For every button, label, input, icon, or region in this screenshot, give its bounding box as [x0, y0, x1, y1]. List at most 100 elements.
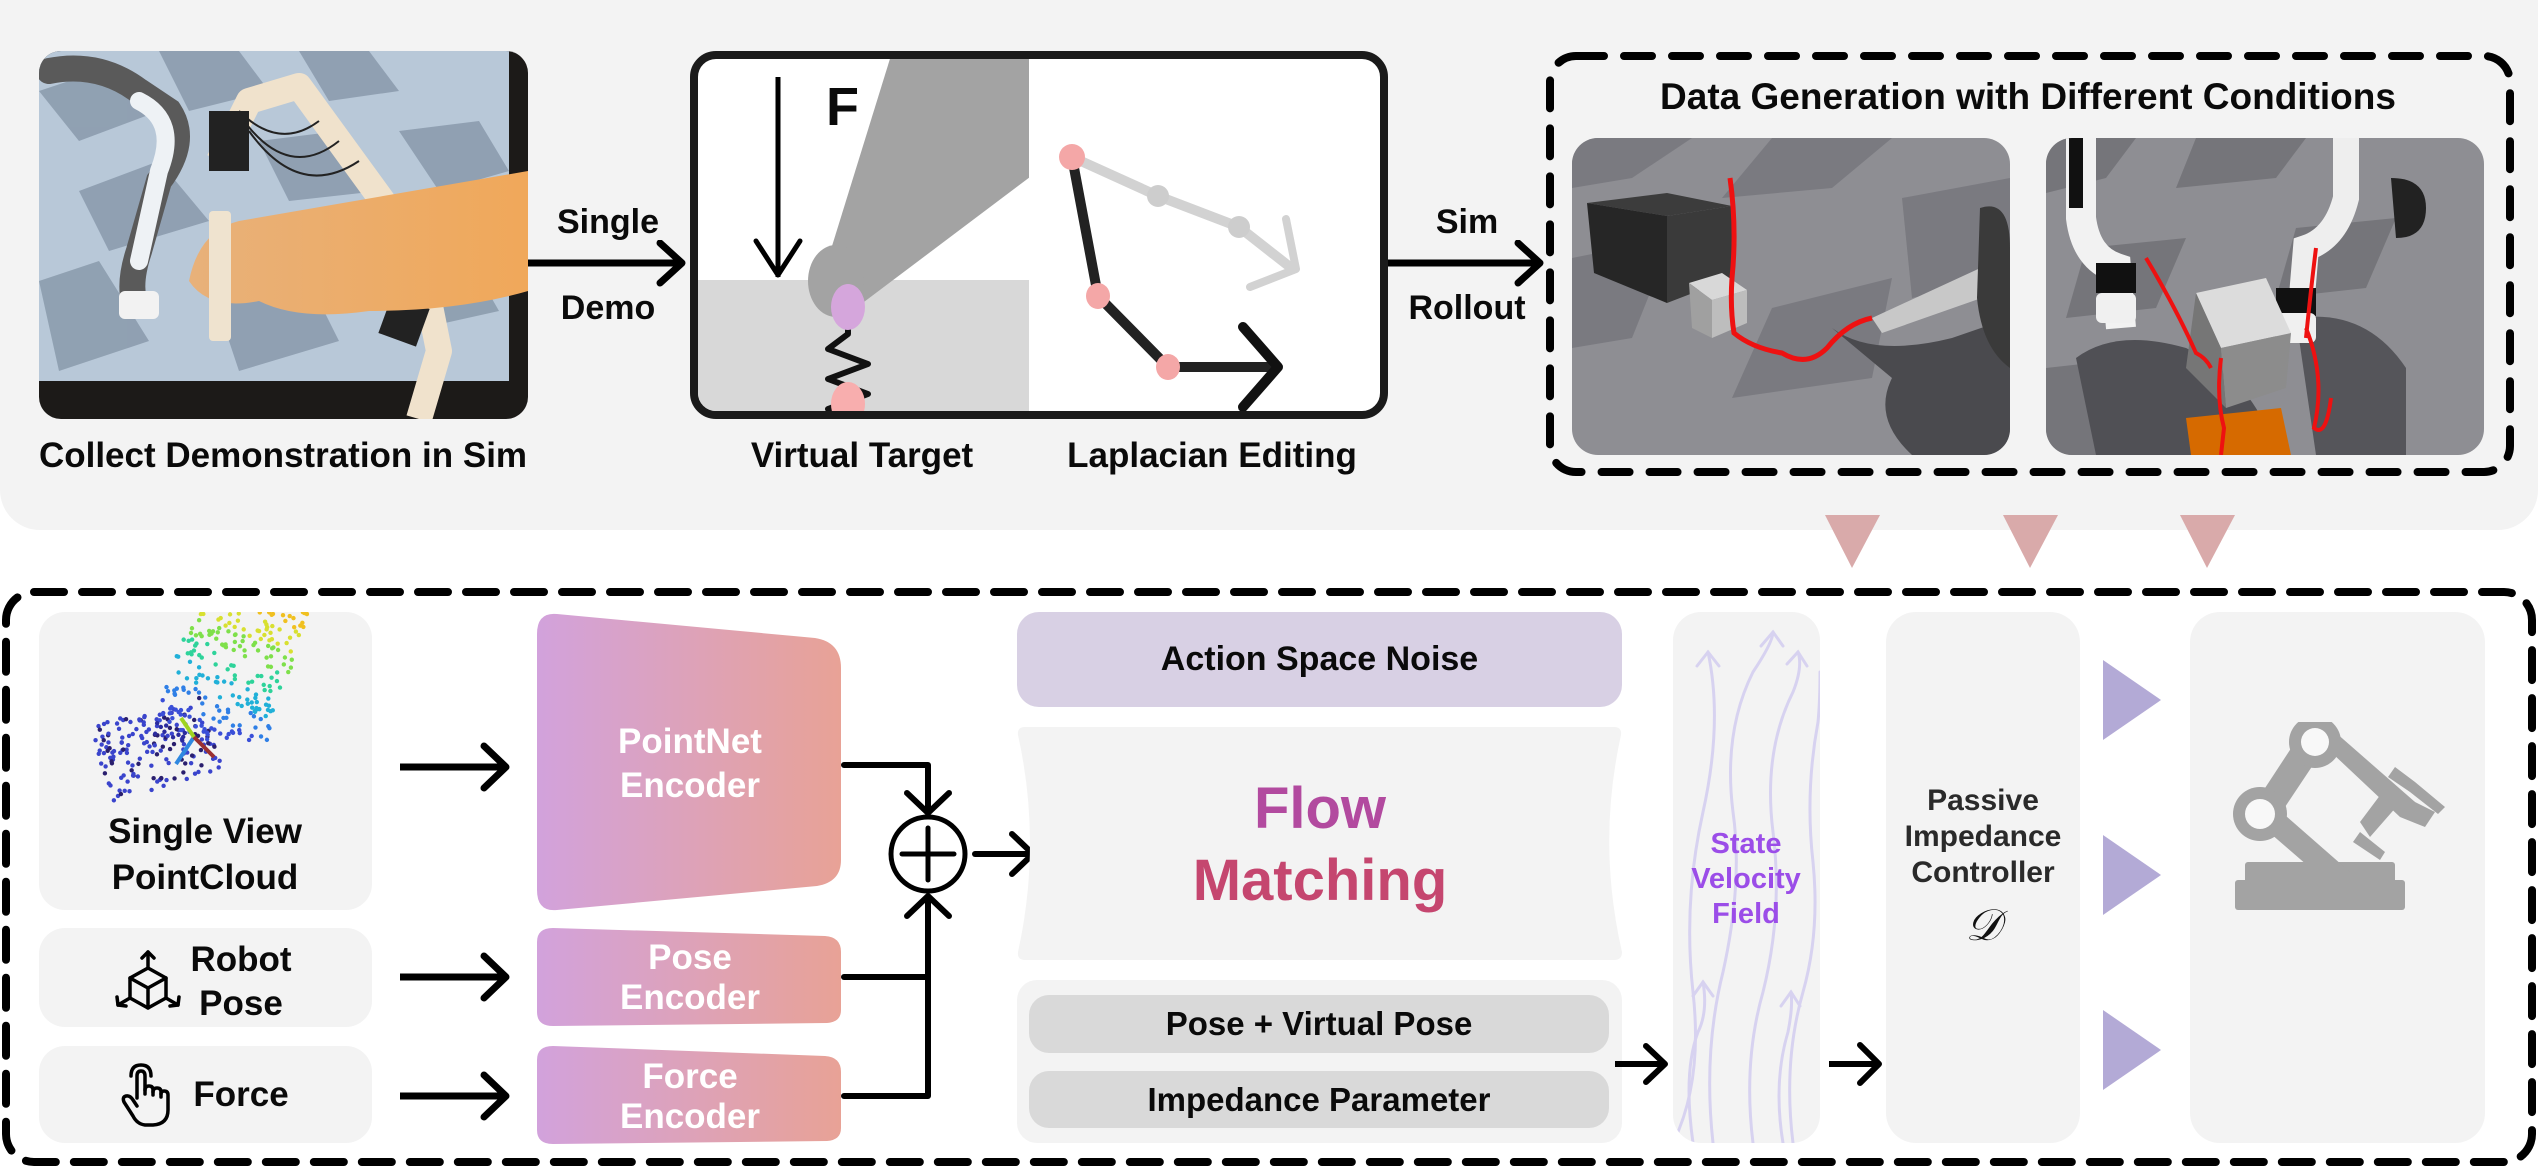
input-card-robot-pose: Robot Pose [39, 928, 372, 1027]
point [194, 641, 199, 646]
force-input-label: Force [193, 1075, 289, 1114]
point [168, 706, 173, 711]
point [291, 625, 297, 630]
arrow-right-icon [400, 1071, 510, 1121]
point [199, 737, 205, 742]
point [170, 735, 176, 740]
output-pose-virtual-pose: Pose + Virtual Pose [1029, 995, 1609, 1053]
point [142, 714, 147, 720]
point [117, 788, 122, 793]
point [193, 686, 198, 692]
point [149, 787, 154, 793]
point [241, 634, 246, 639]
point [289, 657, 294, 662]
point [167, 719, 172, 725]
point [174, 727, 179, 732]
point [266, 724, 271, 729]
point [298, 623, 303, 628]
point [206, 741, 211, 746]
point [262, 687, 267, 693]
point [241, 627, 246, 632]
arrow-label-demo: Demo [560, 289, 656, 327]
teleoperation-photo [39, 51, 528, 419]
arrow-label-rollout: Rollout [1408, 289, 1526, 327]
point [189, 753, 195, 758]
right-triangle-icon [2103, 835, 2161, 915]
point [172, 688, 177, 693]
point [116, 726, 122, 731]
point [196, 690, 202, 695]
point [274, 678, 280, 684]
right-triangle-icon [2103, 1010, 2161, 1090]
point [129, 768, 134, 773]
point [254, 699, 260, 705]
point [105, 720, 110, 725]
point [211, 716, 216, 721]
point [251, 714, 257, 719]
point [186, 690, 191, 695]
point [199, 763, 204, 768]
point [139, 735, 145, 741]
point [265, 643, 271, 649]
controller-line3: Controller [1911, 856, 2055, 889]
point [247, 633, 252, 639]
point [178, 727, 184, 733]
point [196, 618, 202, 623]
input-card-force: Force [39, 1046, 372, 1143]
point [215, 674, 220, 680]
point [231, 647, 236, 653]
point [152, 743, 157, 748]
point [227, 620, 232, 626]
point [280, 612, 286, 618]
arrow-right-icon [1829, 1042, 1882, 1086]
point [130, 763, 135, 768]
point [191, 648, 197, 653]
point [253, 692, 259, 697]
point [269, 675, 274, 680]
point [249, 733, 254, 739]
point [232, 632, 238, 638]
input-card-pointcloud: Single View PointCloud [39, 612, 372, 910]
point [106, 731, 111, 736]
point [252, 640, 258, 646]
point [198, 747, 204, 753]
pose-encoder-line1: Pose [648, 938, 732, 977]
point [197, 717, 202, 723]
down-triangle-icon [1825, 515, 1880, 568]
point [119, 775, 124, 781]
point [262, 619, 268, 624]
point [224, 715, 229, 721]
point [158, 748, 163, 753]
controller-line1: Passive [1927, 784, 2039, 817]
point [245, 701, 251, 706]
point [253, 695, 258, 701]
point [242, 654, 248, 659]
point [101, 721, 107, 727]
point [93, 737, 98, 743]
point [193, 724, 198, 729]
point [227, 612, 233, 617]
pointcloud-label-line1: Single View [108, 812, 302, 851]
point [245, 697, 250, 702]
virtual-target-panel [690, 51, 1388, 419]
controller-line2: Impedance [1904, 820, 2062, 853]
arrow-right-icon [1388, 240, 1544, 287]
point [157, 718, 162, 723]
pose-encoder [537, 928, 841, 1026]
point [186, 707, 191, 713]
point [217, 758, 222, 763]
point [184, 676, 190, 681]
point [193, 680, 199, 685]
axis-line [174, 735, 196, 766]
point [277, 627, 282, 632]
point [232, 639, 238, 645]
point [199, 633, 204, 639]
point [230, 723, 236, 728]
point [176, 670, 181, 675]
point [111, 748, 117, 754]
point [235, 618, 241, 623]
point [162, 729, 167, 734]
point [186, 638, 191, 644]
point [269, 612, 274, 617]
downward-arrow-indicators [1825, 515, 2235, 568]
